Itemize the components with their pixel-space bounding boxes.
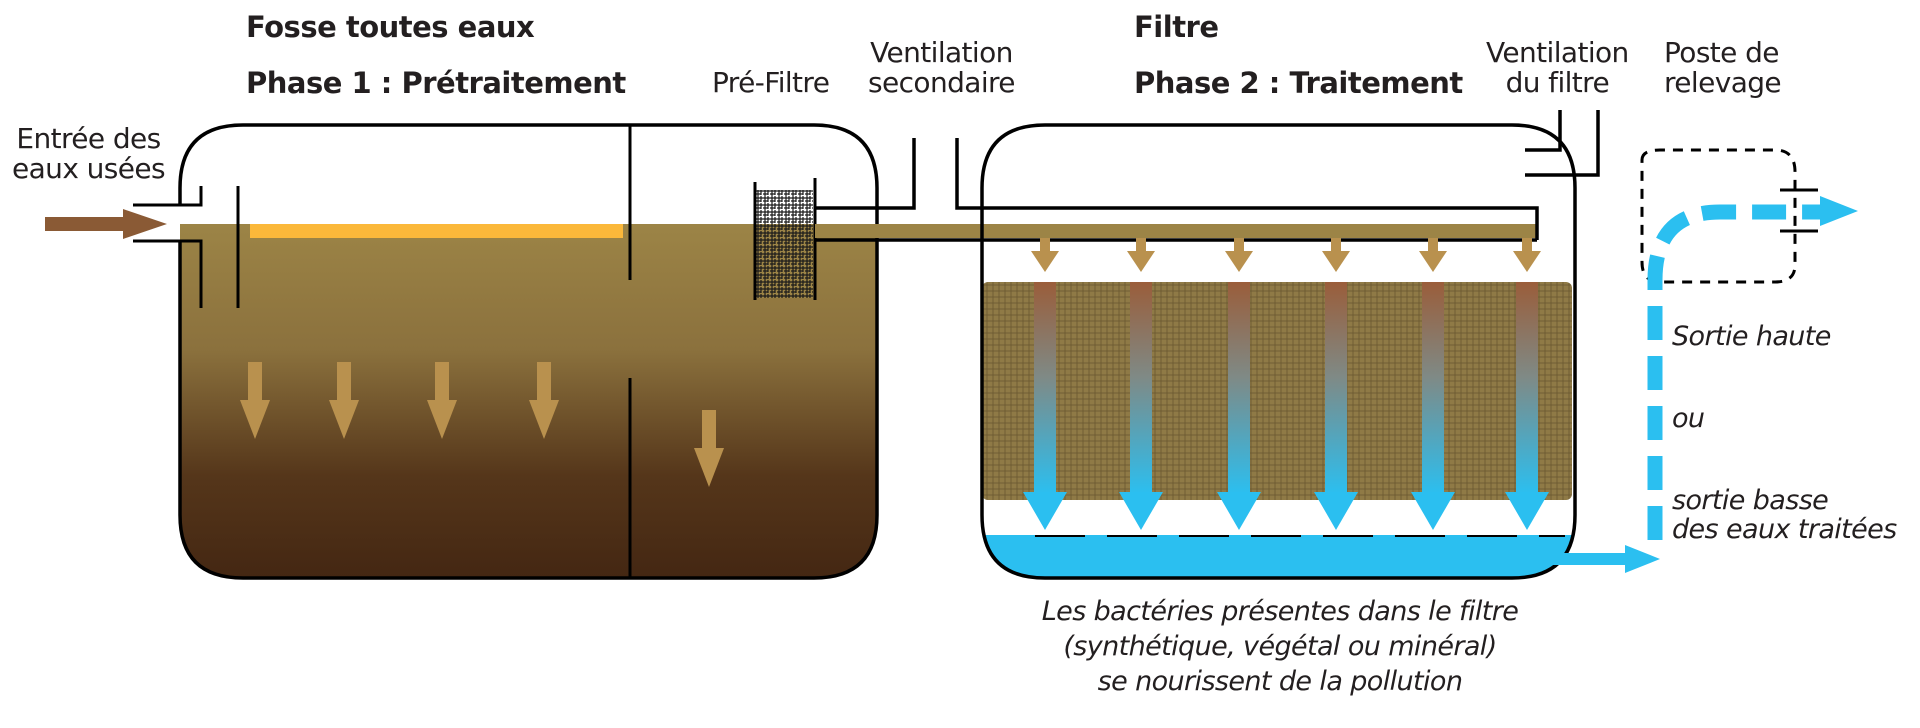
filter-title: Filtre bbox=[1134, 10, 1219, 44]
inlet-label: Entrée des eaux usées bbox=[12, 122, 166, 186]
settling-arrow bbox=[529, 362, 559, 439]
pump-station-label: Poste de relevage bbox=[1664, 36, 1782, 100]
filter-tank bbox=[980, 123, 1577, 580]
percolation-arrow bbox=[1505, 282, 1549, 530]
settling-arrow bbox=[240, 362, 270, 439]
septic-tank-title: Fosse toutes eaux bbox=[246, 10, 535, 44]
outlet-low-arrow bbox=[1550, 545, 1660, 573]
septic-tank-outline bbox=[178, 123, 879, 580]
percolation-arrow bbox=[1411, 282, 1455, 530]
distribution-arrow bbox=[1127, 238, 1155, 272]
distribution-arrow bbox=[1225, 238, 1253, 272]
outlet-low-label: sortie basse des eaux traitées bbox=[1672, 485, 1897, 546]
settling-arrow bbox=[329, 362, 359, 439]
treated-water bbox=[982, 535, 1575, 578]
percolation-arrow bbox=[1023, 282, 1067, 530]
percolation-arrow bbox=[1314, 282, 1358, 530]
settling-arrow bbox=[427, 362, 457, 439]
transfer-pipe bbox=[815, 138, 1539, 242]
outlet-high-arrowhead bbox=[1820, 196, 1858, 226]
secondary-vent-pipe-left bbox=[815, 138, 916, 210]
prefilter bbox=[753, 178, 817, 300]
inlet-pipe-top bbox=[133, 186, 203, 207]
scum-layer bbox=[250, 224, 623, 238]
outlet-high-path bbox=[1647, 204, 1820, 540]
distribution-arrow bbox=[1031, 238, 1059, 272]
secondary-vent-pipe-right bbox=[815, 138, 1539, 242]
settling-arrow bbox=[694, 410, 724, 487]
inlet-arrow bbox=[45, 209, 167, 239]
distribution-arrow bbox=[1322, 238, 1350, 272]
prefilter-label: Pré-Filtre bbox=[712, 66, 830, 99]
percolation-arrow bbox=[1217, 282, 1261, 530]
or-label: ou bbox=[1672, 403, 1705, 434]
distribution-arrow bbox=[1419, 238, 1447, 272]
filter-vent-pipe bbox=[1525, 110, 1600, 177]
filter-vent-label: Ventilation du filtre bbox=[1486, 36, 1629, 100]
outlet-high-label: Sortie haute bbox=[1672, 321, 1831, 352]
secondary-vent-label: Ventilation secondaire bbox=[868, 36, 1016, 100]
filter-tank-outline bbox=[980, 123, 1577, 580]
percolation-arrow bbox=[1119, 282, 1163, 530]
filter-media bbox=[982, 282, 1572, 500]
inlet-pipe-bottom bbox=[133, 239, 203, 308]
distribution-arrow bbox=[1513, 238, 1541, 272]
filter-caption: Les bactéries présentes dans le filtre (… bbox=[1041, 596, 1519, 698]
filter-phase: Phase 2 : Traitement bbox=[1134, 66, 1463, 100]
septic-tank-phase: Phase 1 : Prétraitement bbox=[246, 66, 626, 100]
